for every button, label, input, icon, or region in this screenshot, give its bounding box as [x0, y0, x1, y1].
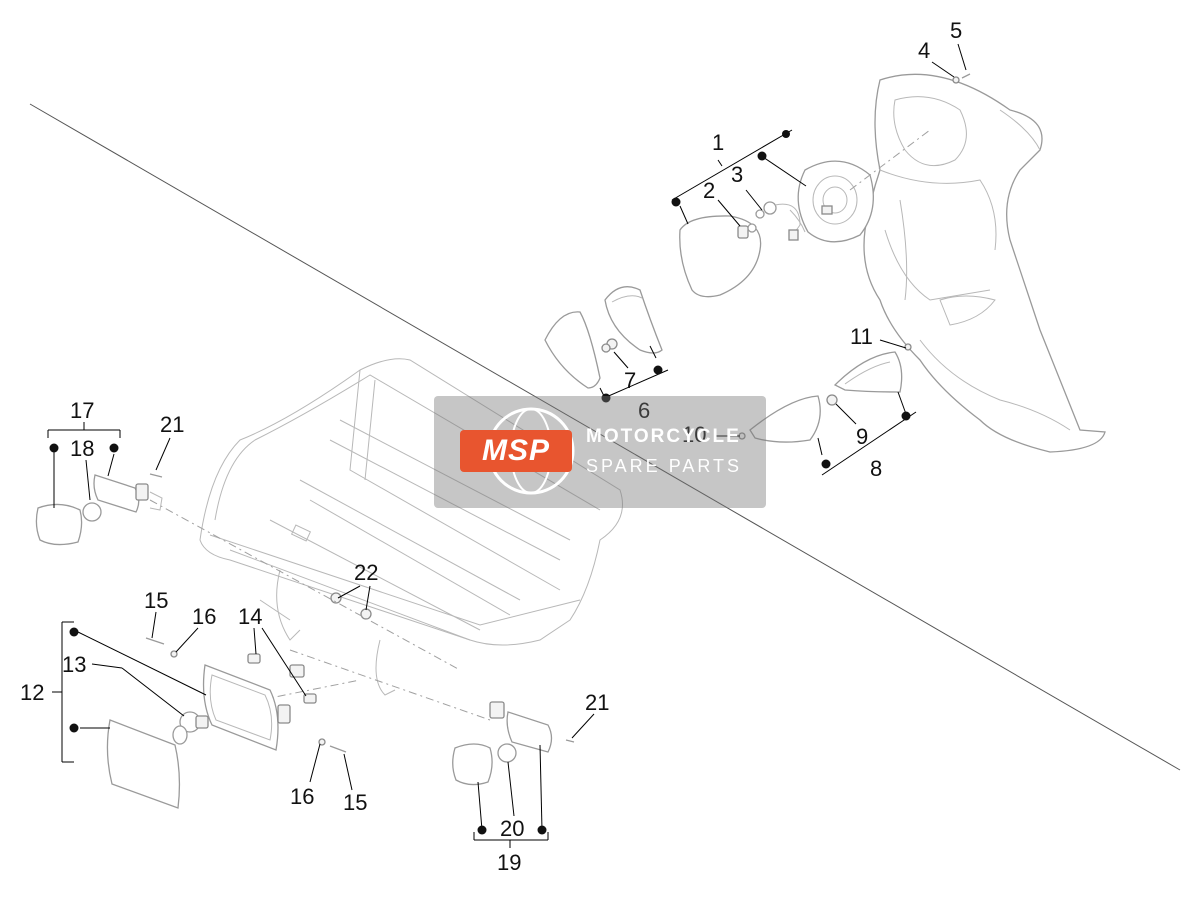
rack-headlight-bulb — [172, 711, 209, 745]
label-10: 10 — [682, 422, 706, 447]
label-15-lower: 15 — [343, 790, 367, 815]
rack-headlight-lens — [106, 719, 181, 809]
label-9: 9 — [856, 424, 868, 449]
leader-lines — [47, 43, 967, 848]
part-labels: 1 2 3 4 5 6 7 8 9 10 11 12 13 14 15 16 1… — [20, 18, 962, 875]
rack-nuts — [330, 592, 372, 620]
label-21-right: 21 — [585, 690, 609, 715]
label-21-left: 21 — [160, 412, 184, 437]
label-22: 22 — [354, 560, 378, 585]
label-17: 17 — [70, 398, 94, 423]
watermark-line-1: MOTORCYCLE — [586, 426, 741, 447]
label-16-lower: 16 — [290, 784, 314, 809]
watermark: MSP MOTORCYCLE SPARE PARTS — [434, 396, 766, 508]
reference-dots — [49, 130, 911, 835]
axis-line-rack — [149, 499, 461, 671]
watermark-line-2: SPARE PARTS — [586, 456, 743, 476]
headlight-bulb-holder — [737, 201, 801, 241]
left-indicator-assembly — [35, 473, 163, 546]
label-2: 2 — [703, 178, 715, 203]
separator-line — [29, 103, 1181, 771]
right-indicator-assembly — [452, 701, 575, 786]
label-1: 1 — [712, 130, 724, 155]
front-shield-drawing — [863, 73, 1106, 453]
front-rack-drawing — [199, 358, 623, 696]
screw-top — [952, 73, 971, 84]
front-left-indicator — [544, 286, 663, 389]
rack-headlight — [202, 664, 305, 751]
label-4: 4 — [918, 38, 930, 63]
label-12: 12 — [20, 680, 44, 705]
label-14: 14 — [238, 604, 262, 629]
label-11: 11 — [850, 324, 873, 349]
rack-headlight-fasteners — [145, 637, 347, 753]
label-15: 15 — [144, 588, 168, 613]
watermark-logo: MSP — [460, 430, 572, 472]
label-5: 5 — [950, 18, 962, 43]
label-7: 7 — [624, 368, 636, 393]
axis-line-headlight — [849, 129, 931, 191]
axis-line-rear — [289, 649, 491, 721]
label-8: 8 — [870, 456, 882, 481]
label-18: 18 — [70, 436, 94, 461]
front-right-indicator — [738, 343, 912, 443]
label-19: 19 — [497, 850, 521, 875]
headlight-housing — [789, 160, 874, 243]
label-3: 3 — [731, 162, 743, 187]
label-6: 6 — [638, 398, 650, 423]
axis-line-mid — [259, 679, 361, 701]
label-16: 16 — [192, 604, 216, 629]
label-20: 20 — [500, 816, 524, 841]
label-13: 13 — [62, 652, 86, 677]
